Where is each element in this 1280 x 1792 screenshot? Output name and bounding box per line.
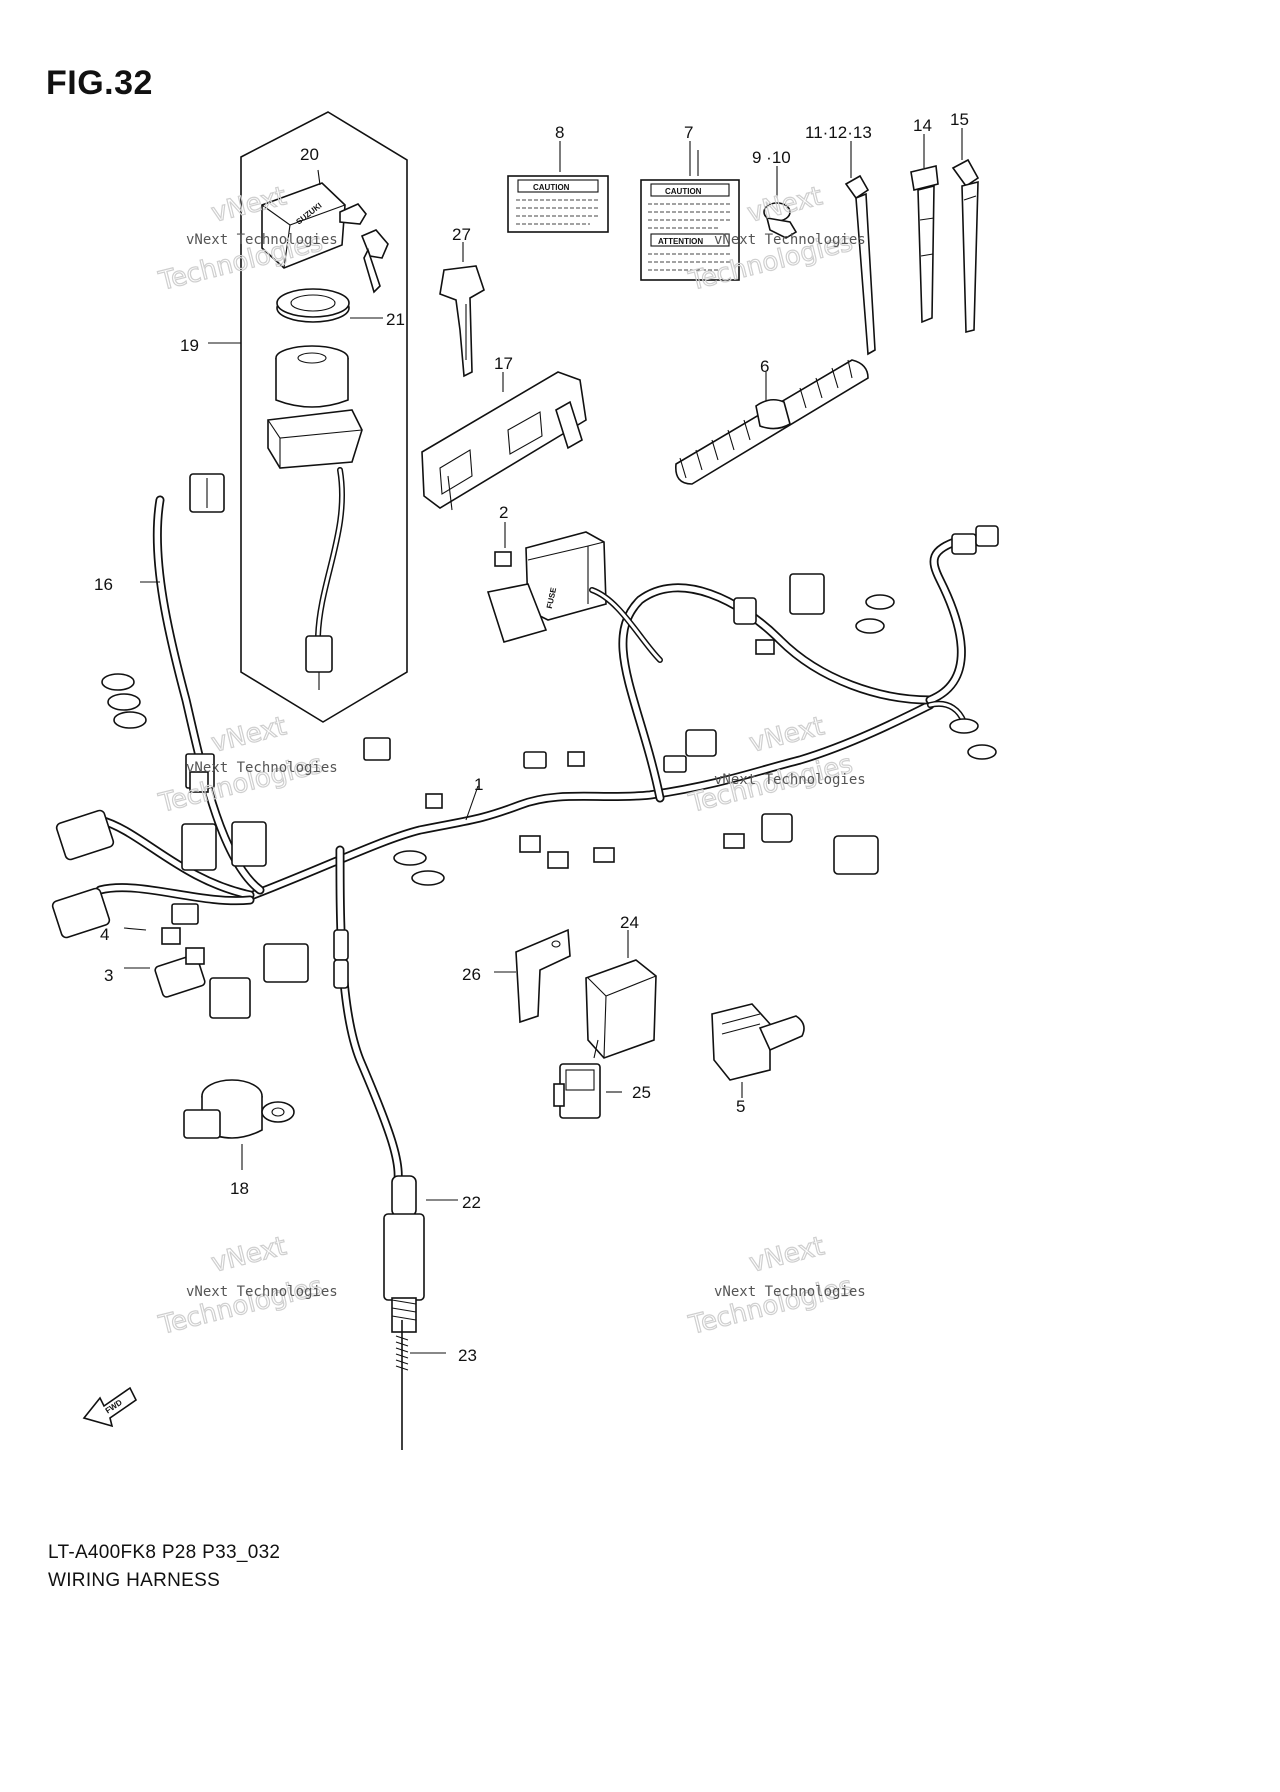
ignition-switch-assembly-box xyxy=(208,111,408,723)
part-26-bracket xyxy=(494,928,571,1024)
callout-16: 16 xyxy=(94,575,113,594)
callout-22: 22 xyxy=(462,1193,481,1212)
part-24-relay xyxy=(585,930,657,1059)
part-11-12-13-cable-tie xyxy=(844,141,876,356)
svg-text:vNext Technologies: vNext Technologies xyxy=(714,1284,866,1300)
harness-connectors xyxy=(51,473,999,1019)
svg-text:Technologies: Technologies xyxy=(685,1271,855,1341)
svg-text:ATTENTION: ATTENTION xyxy=(658,237,703,246)
watermark-bottom-right: vNext Technologies vNext Technologies xyxy=(685,1231,866,1342)
callout-23: 23 xyxy=(458,1346,477,1365)
callout-numbers: 1 2 3 4 5 6 7 8 9 ·10 11·12·13 14 15 16 … xyxy=(94,110,969,1365)
callout-8: 8 xyxy=(555,123,564,142)
part-27-key xyxy=(439,242,485,378)
callout-9-10: 9 ·10 xyxy=(752,148,791,167)
callout-20: 20 xyxy=(300,145,319,164)
callout-19: 19 xyxy=(180,336,199,355)
part-8-caution-label: CAUTION xyxy=(507,141,609,233)
part-6-corrugated-tube xyxy=(675,359,869,485)
part-19-ignition-switch xyxy=(267,345,363,690)
figure-title: FIG.32 xyxy=(46,64,153,102)
callout-6: 6 xyxy=(760,357,769,376)
part-22-sensor xyxy=(383,1175,458,1333)
svg-text:CAUTION: CAUTION xyxy=(533,183,570,192)
callout-1: 1 xyxy=(474,775,483,794)
callout-18: 18 xyxy=(230,1179,249,1198)
watermark-mid-left: vNext Technologies vNext Technologies xyxy=(155,711,338,820)
callout-26: 26 xyxy=(462,965,481,984)
callout-17: 17 xyxy=(494,354,513,373)
callout-15: 15 xyxy=(950,110,969,129)
callout-5: 5 xyxy=(736,1097,745,1116)
callout-7: 7 xyxy=(684,123,693,142)
svg-text:vNext: vNext xyxy=(746,1231,827,1278)
part-18-switch xyxy=(183,1079,295,1170)
callout-21: 21 xyxy=(386,310,405,329)
callout-25: 25 xyxy=(632,1083,651,1102)
callout-24: 24 xyxy=(620,913,639,932)
part-15-clamp xyxy=(951,128,980,334)
svg-text:CAUTION: CAUTION xyxy=(665,187,702,196)
svg-text:vNext Technologies: vNext Technologies xyxy=(186,760,338,776)
part-25-connector xyxy=(553,1063,622,1119)
svg-text:vNext Technologies: vNext Technologies xyxy=(714,772,866,788)
model-code: LT-A400FK8 P28 P33_032 xyxy=(48,1542,281,1563)
svg-text:vNext Technologies: vNext Technologies xyxy=(714,232,866,248)
forward-direction-arrow: FWD xyxy=(82,1386,138,1428)
part-2-fuse-box: FUSE xyxy=(486,522,607,643)
callout-11-12-13: 11·12·13 xyxy=(805,123,872,142)
part-7-caution-attention-label: CAUTION ATTENTION xyxy=(640,141,740,281)
svg-text:vNext Technologies: vNext Technologies xyxy=(186,1284,338,1300)
watermark-bottom-left: vNext Technologies vNext Technologies xyxy=(155,1231,338,1342)
svg-text:vNext Technologies: vNext Technologies xyxy=(186,232,338,248)
callout-4: 4 xyxy=(100,925,109,944)
callout-leaders xyxy=(123,150,699,969)
callout-14: 14 xyxy=(913,116,932,135)
part-9-10-clip xyxy=(763,166,798,239)
callout-27: 27 xyxy=(452,225,471,244)
part-20-key-cover: SUZUKI xyxy=(261,169,389,294)
part-17-bracket xyxy=(421,371,587,511)
callout-2: 2 xyxy=(499,503,508,522)
svg-text:vNext: vNext xyxy=(208,1231,289,1278)
part-21-ring-nut xyxy=(276,288,383,323)
svg-text:Technologies: Technologies xyxy=(155,1271,325,1341)
part-14-band xyxy=(910,134,939,324)
part-1-main-wiring-harness xyxy=(95,495,967,1185)
part-23-spring xyxy=(395,1320,446,1450)
figure-caption: WIRING HARNESS xyxy=(48,1570,221,1591)
callout-3: 3 xyxy=(104,966,113,985)
svg-text:vNext: vNext xyxy=(208,711,289,758)
svg-text:FUSE: FUSE xyxy=(545,586,558,609)
part-5-connector-boot xyxy=(711,1003,805,1098)
